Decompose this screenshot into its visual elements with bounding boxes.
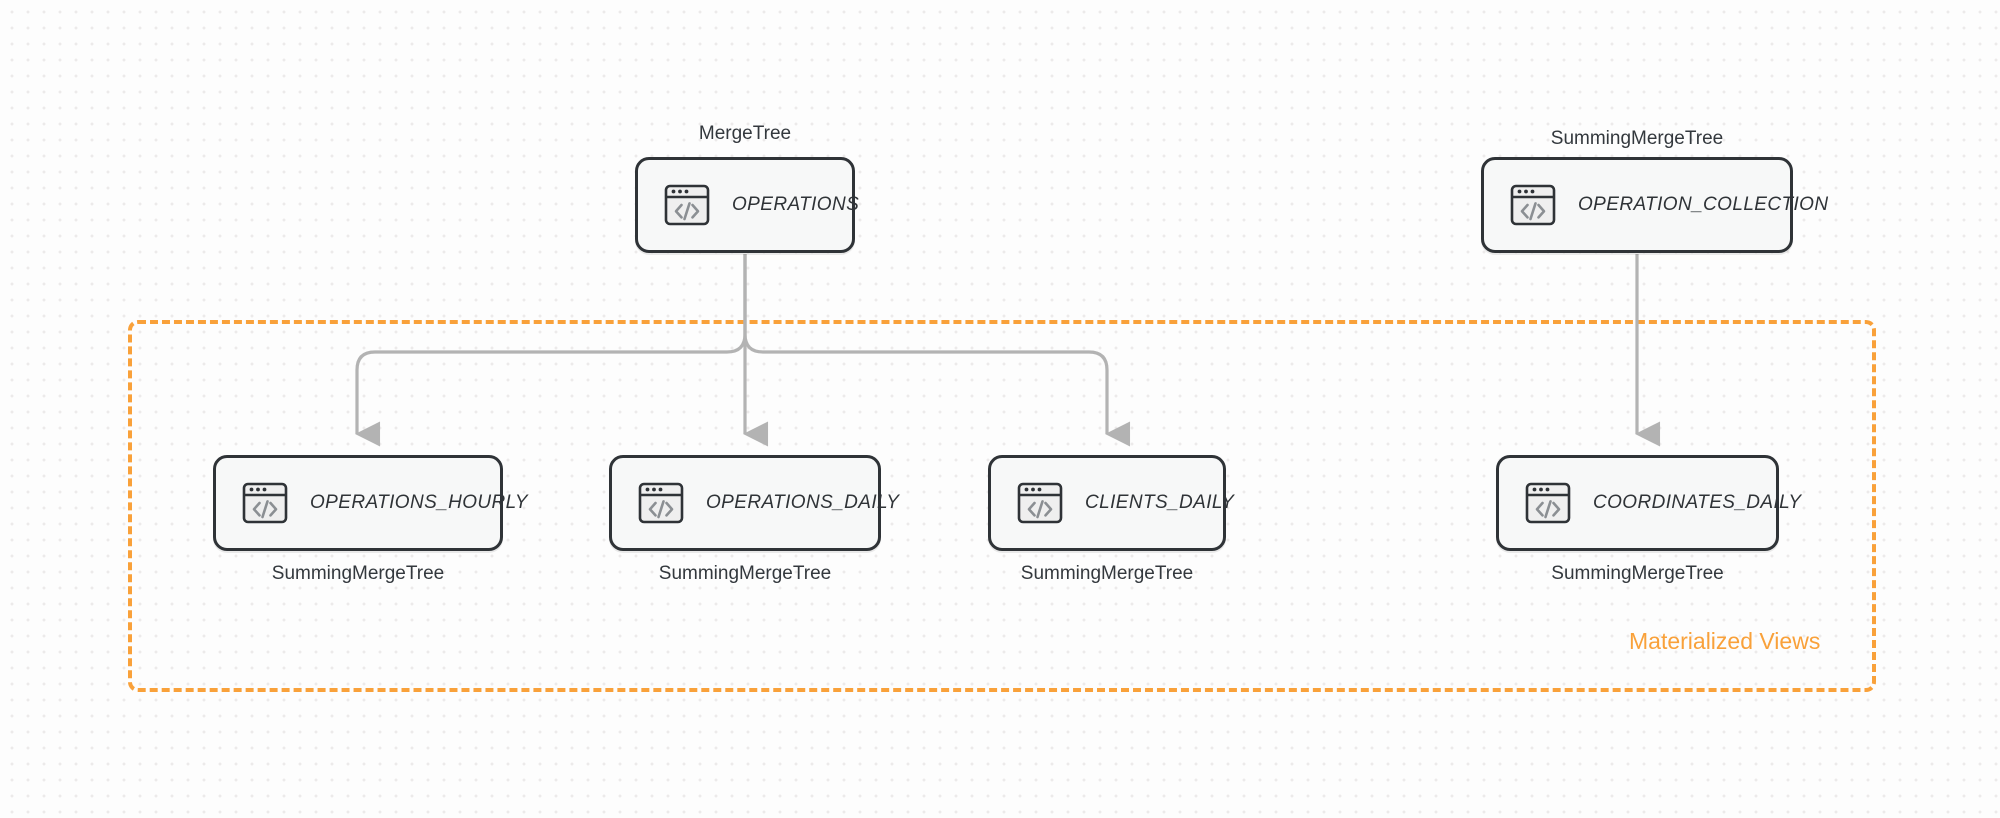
node-clients-daily[interactable]: CLIENTS_DAILY	[988, 455, 1234, 551]
code-window-icon	[638, 482, 684, 524]
caption-clients-daily-engine: SummingMergeTree	[1020, 563, 1194, 584]
node-coordinates-daily-label: COORDINATES_DAILY	[1593, 492, 1802, 513]
code-window-icon	[1525, 482, 1571, 524]
node-operations-daily-label: OPERATIONS_DAILY	[706, 492, 900, 513]
code-window-icon	[1017, 482, 1063, 524]
node-coordinates-daily[interactable]: COORDINATES_DAILY	[1496, 455, 1801, 551]
caption-coordinates-daily-engine: SummingMergeTree	[1551, 563, 1724, 584]
node-operations-hourly-label: OPERATIONS_HOURLY	[310, 492, 528, 513]
code-window-icon	[664, 184, 710, 226]
node-clients-daily-label: CLIENTS_DAILY	[1085, 492, 1235, 513]
code-window-icon	[242, 482, 288, 524]
node-operation-collection[interactable]: OPERATION_COLLECTION	[1481, 157, 1828, 253]
code-window-icon	[1510, 184, 1556, 226]
caption-operations-engine: MergeTree	[698, 123, 792, 144]
node-operations-label: OPERATIONS	[732, 194, 860, 215]
node-operations-hourly[interactable]: OPERATIONS_HOURLY	[213, 455, 528, 551]
node-operations[interactable]: OPERATIONS	[635, 157, 859, 253]
node-operations-daily[interactable]: OPERATIONS_DAILY	[609, 455, 899, 551]
caption-operation-collection-engine: SummingMergeTree	[1550, 128, 1724, 149]
caption-operations-daily-engine: SummingMergeTree	[658, 563, 832, 584]
materialized-views-group-label: Materialized Views	[1629, 628, 1821, 654]
caption-operations-hourly-engine: SummingMergeTree	[271, 563, 445, 584]
node-operation-collection-label: OPERATION_COLLECTION	[1578, 194, 1829, 215]
